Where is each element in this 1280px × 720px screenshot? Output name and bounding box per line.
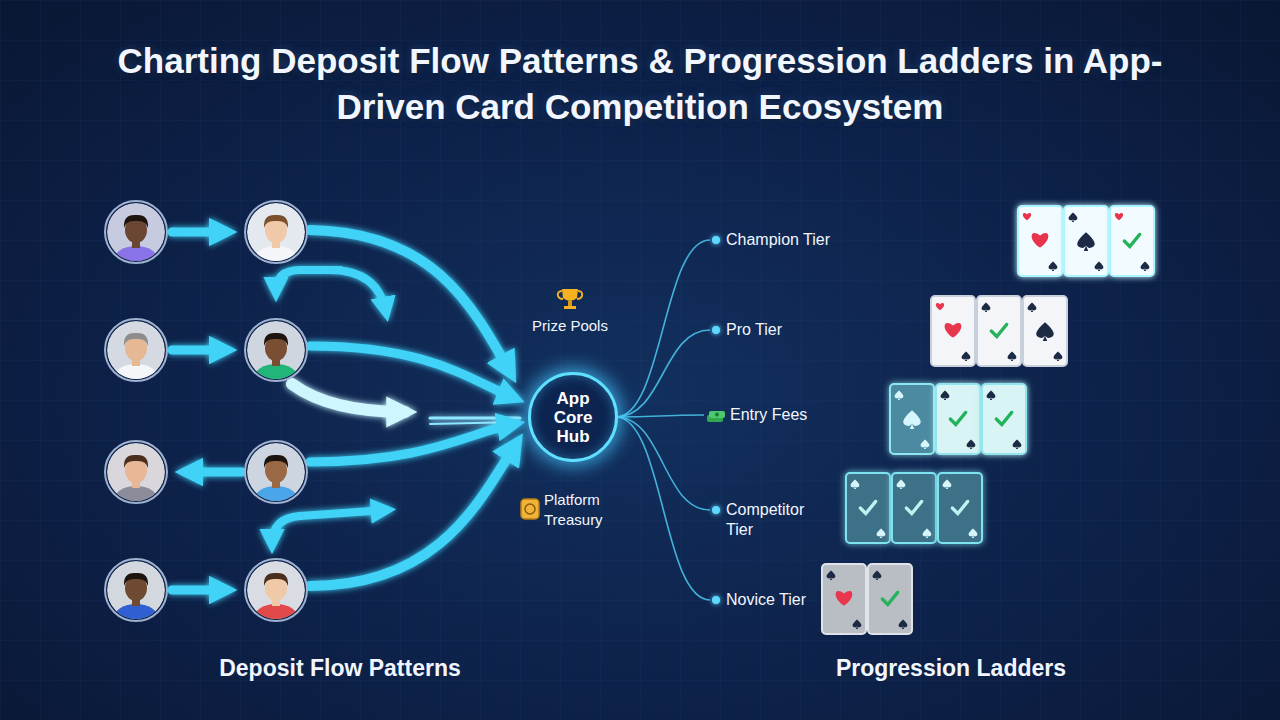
flow-arrow	[330, 270, 386, 312]
flow-arrow	[310, 346, 514, 398]
fan-connector	[616, 417, 710, 510]
node-text: Entry Fees	[730, 405, 807, 425]
diagram-title: Charting Deposit Flow Patterns & Progres…	[90, 38, 1190, 130]
node-text: Novice Tier	[726, 590, 812, 610]
trophy-icon	[558, 289, 582, 309]
person-avatar	[105, 319, 167, 392]
tier-label: Entry Fees	[706, 405, 807, 425]
avatars	[105, 201, 307, 632]
deposit-flows	[172, 230, 520, 590]
fan-connector	[616, 330, 710, 417]
flow-line	[430, 417, 520, 420]
playing-card	[1110, 206, 1154, 276]
tier-dot	[712, 236, 720, 244]
tier-label: Novice Tier	[712, 590, 812, 610]
flow-arrow	[272, 516, 300, 544]
tier-dot	[712, 506, 720, 514]
playing-card	[936, 384, 980, 454]
hub-note: Platform Treasury	[544, 490, 624, 530]
tier-label: Pro Tier	[712, 320, 782, 340]
tier-label: Champion Tier	[712, 230, 830, 250]
person-avatar	[245, 319, 307, 392]
playing-card	[982, 384, 1026, 454]
fan-connector	[616, 415, 704, 417]
fan-connector	[616, 240, 710, 417]
person-avatar	[245, 441, 307, 514]
node-text: Champion Tier	[726, 230, 830, 250]
flow-arrow	[172, 586, 226, 595]
flow-arrow	[172, 346, 226, 355]
money-icon	[706, 407, 726, 423]
flow-arrow	[172, 228, 226, 237]
person-avatar	[105, 201, 167, 274]
section-caption: Progression Ladders	[771, 658, 1131, 678]
flow-arrow	[310, 424, 514, 462]
card-ladders	[822, 206, 1154, 634]
coin-icon	[521, 499, 539, 519]
playing-card	[846, 473, 890, 543]
playing-card	[938, 473, 982, 543]
node-text: App Core Hub	[548, 389, 598, 446]
flow-arrow	[300, 510, 386, 516]
node-text: Competitor Tier	[726, 500, 822, 540]
person-avatar	[245, 201, 307, 274]
person-avatar	[245, 559, 307, 632]
tier-label: Competitor Tier	[712, 500, 822, 540]
playing-card	[1018, 206, 1062, 276]
playing-card	[1064, 206, 1108, 276]
fan-connector	[616, 417, 710, 600]
flow-arrow	[186, 468, 242, 477]
node-text: Pro Tier	[726, 320, 782, 340]
person-avatar	[105, 441, 167, 514]
section-caption: Deposit Flow Patterns	[160, 658, 520, 678]
playing-card	[977, 296, 1021, 366]
playing-card	[868, 564, 912, 634]
playing-card	[822, 564, 866, 634]
hub-note: Prize Pools	[520, 316, 620, 336]
playing-card	[931, 296, 975, 366]
tier-dot	[712, 326, 720, 334]
flow-arrow	[292, 384, 405, 412]
person-avatar	[105, 559, 167, 632]
playing-card	[1023, 296, 1067, 366]
playing-card	[890, 384, 934, 454]
playing-card	[892, 473, 936, 543]
hub-circle: App Core Hub	[528, 372, 618, 462]
tier-dot	[712, 596, 720, 604]
flow-arrow	[310, 444, 516, 586]
